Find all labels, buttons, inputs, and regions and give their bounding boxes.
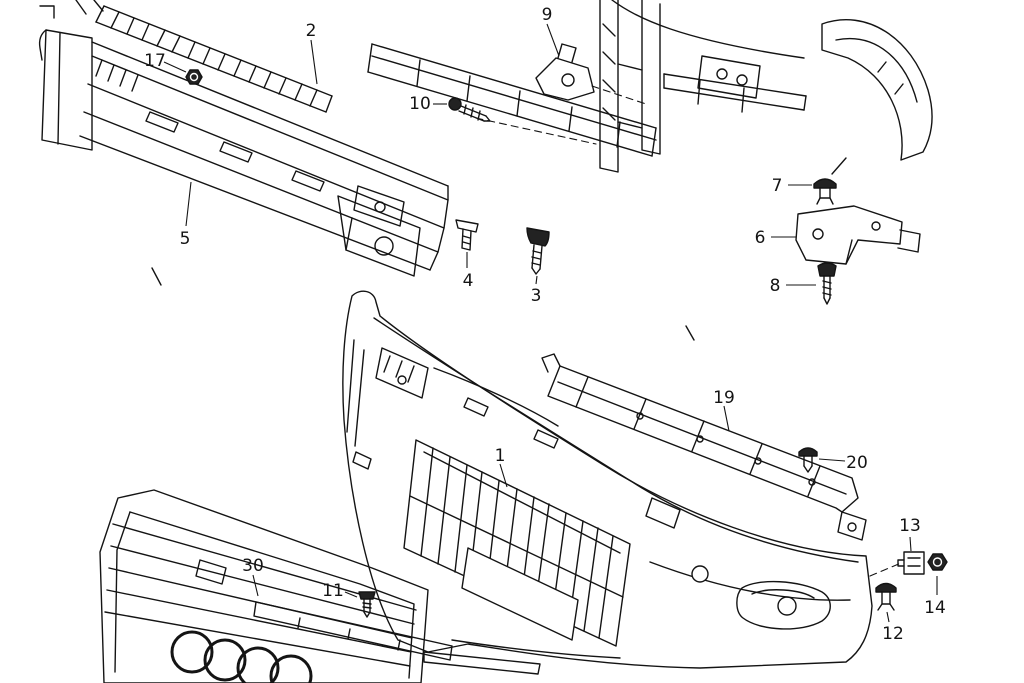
callout-label-4: 4 <box>463 271 474 291</box>
rivet-20-icon <box>798 447 818 473</box>
part-6-bracket <box>795 205 921 265</box>
callout-label-17: 17 <box>144 51 166 71</box>
clip-13-icon <box>897 551 925 575</box>
part-crossmember <box>367 43 657 157</box>
callout-label-8: 8 <box>770 276 781 296</box>
callout-label-7: 7 <box>772 176 783 196</box>
part-9-bracket <box>535 43 595 101</box>
screw-10-icon <box>448 97 491 122</box>
grille-trim-strip <box>253 601 453 661</box>
callout-label-9: 9 <box>542 5 553 25</box>
callout-label-19: 19 <box>713 388 735 408</box>
nut-17-icon <box>185 69 203 85</box>
callout-labels: 1 2 3 4 5 6 7 8 9 10 11 12 13 14 17 19 2… <box>144 5 946 644</box>
beam-end-bracket <box>337 185 421 277</box>
callout-label-12: 12 <box>882 624 904 644</box>
nut-14-icon <box>927 553 948 571</box>
part-19-spoiler <box>541 353 867 541</box>
body-lock-carrier <box>599 0 661 173</box>
part-5-impact-beam <box>38 29 449 271</box>
part-1-bumper-cover <box>342 290 873 669</box>
part-fender-arch <box>821 19 933 175</box>
callout-label-14: 14 <box>924 598 946 618</box>
callout-label-3: 3 <box>531 286 542 306</box>
bolt-4-icon <box>455 219 479 251</box>
callout-label-30: 30 <box>242 556 264 576</box>
callout-label-10: 10 <box>409 94 431 114</box>
body-cut-marks <box>39 0 695 341</box>
callout-label-1: 1 <box>495 446 506 466</box>
rivet-12-icon <box>875 582 897 611</box>
leader-lines <box>163 23 938 623</box>
screw-3-icon <box>526 227 550 275</box>
assembly-guide-lines <box>475 85 902 577</box>
bumper-lower-strip <box>423 651 541 675</box>
callout-label-13: 13 <box>899 516 921 536</box>
callout-label-2: 2 <box>306 21 317 41</box>
part-2-energy-absorber <box>95 5 333 113</box>
screw-8-icon <box>817 262 837 305</box>
body-front-structure <box>611 0 807 113</box>
screw-11-icon <box>358 591 376 618</box>
callout-label-6: 6 <box>755 228 766 248</box>
callout-label-11: 11 <box>322 581 344 601</box>
callout-label-5: 5 <box>180 229 191 249</box>
clip-7-icon <box>813 178 837 205</box>
callout-label-20: 20 <box>846 453 868 473</box>
part-30-grille <box>99 489 429 683</box>
